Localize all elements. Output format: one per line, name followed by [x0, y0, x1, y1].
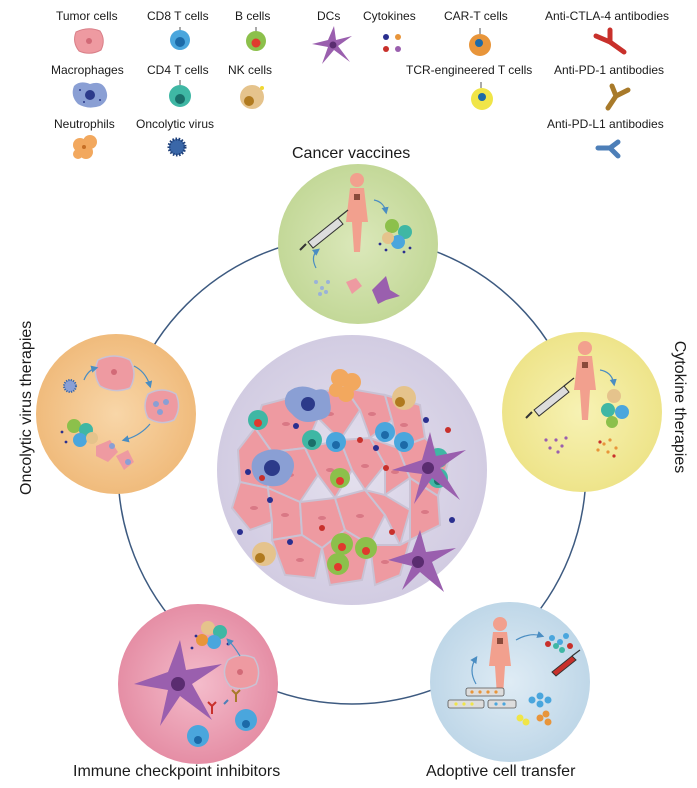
legend-cd4-t-cells: CD4 T cells	[147, 63, 209, 77]
title-cancer-vaccines: Cancer vaccines	[292, 145, 411, 162]
legend-neutrophils: Neutrophils	[54, 117, 115, 131]
oncolytic-virus-icon	[167, 137, 187, 157]
adoptive-cell-transfer-circle	[430, 602, 590, 762]
tumor-cell-icon	[74, 28, 104, 54]
car-t-cell-icon	[469, 28, 491, 56]
legend-anti-pdl1: Anti-PD-L1 antibodies	[547, 117, 664, 131]
neutrophil-icon	[73, 135, 97, 159]
legend-b-cells: B cells	[235, 9, 271, 23]
dc-icon	[312, 26, 352, 64]
cytokines-icon	[383, 34, 401, 52]
legend-anti-ctla4: Anti-CTLA-4 antibodies	[545, 9, 670, 23]
legend-cd8-t-cells: CD8 T cells	[147, 9, 209, 23]
cancer-vaccines-circle	[278, 164, 438, 324]
legend-nk-cells: NK cells	[228, 63, 273, 77]
legend-dcs: DCs	[317, 9, 341, 23]
legend-car-t-cells: CAR-T cells	[444, 9, 508, 23]
oncolytic-virus-therapies-circle	[36, 334, 196, 494]
title-adoptive-cell-transfer: Adoptive cell transfer	[426, 763, 576, 780]
macrophage-icon	[72, 82, 108, 108]
cytokine-therapies-circle	[502, 332, 662, 492]
cd8-t-cell-icon	[170, 27, 190, 50]
legend-oncolytic-virus: Oncolytic virus	[136, 117, 215, 131]
legend-icons	[72, 26, 631, 159]
legend-tumor-cells: Tumor cells	[56, 9, 118, 23]
cd4-t-cell-icon	[169, 80, 191, 107]
b-cell-icon	[246, 27, 266, 51]
legend-anti-pd1: Anti-PD-1 antibodies	[554, 63, 665, 77]
anti-pd1-icon	[605, 83, 631, 111]
title-immune-checkpoint-inhibitors: Immune checkpoint inhibitors	[73, 763, 281, 780]
anti-ctla4-icon	[593, 27, 627, 55]
nk-cell-icon	[240, 85, 264, 109]
title-cytokine-therapies: Cytokine therapies	[671, 340, 688, 474]
legend-macrophages: Macrophages	[51, 63, 124, 77]
immune-checkpoint-inhibitors-circle	[118, 604, 278, 764]
tcr-t-cell-icon	[471, 82, 493, 110]
anti-pdl1-icon	[595, 139, 621, 159]
legend-tcr-t-cells: TCR-engineered T cells	[406, 63, 533, 77]
tumor-microenvironment	[217, 335, 487, 605]
legend-cytokines: Cytokines	[363, 9, 416, 23]
title-oncolytic-virus-therapies: Oncolytic virus therapies	[18, 320, 35, 495]
